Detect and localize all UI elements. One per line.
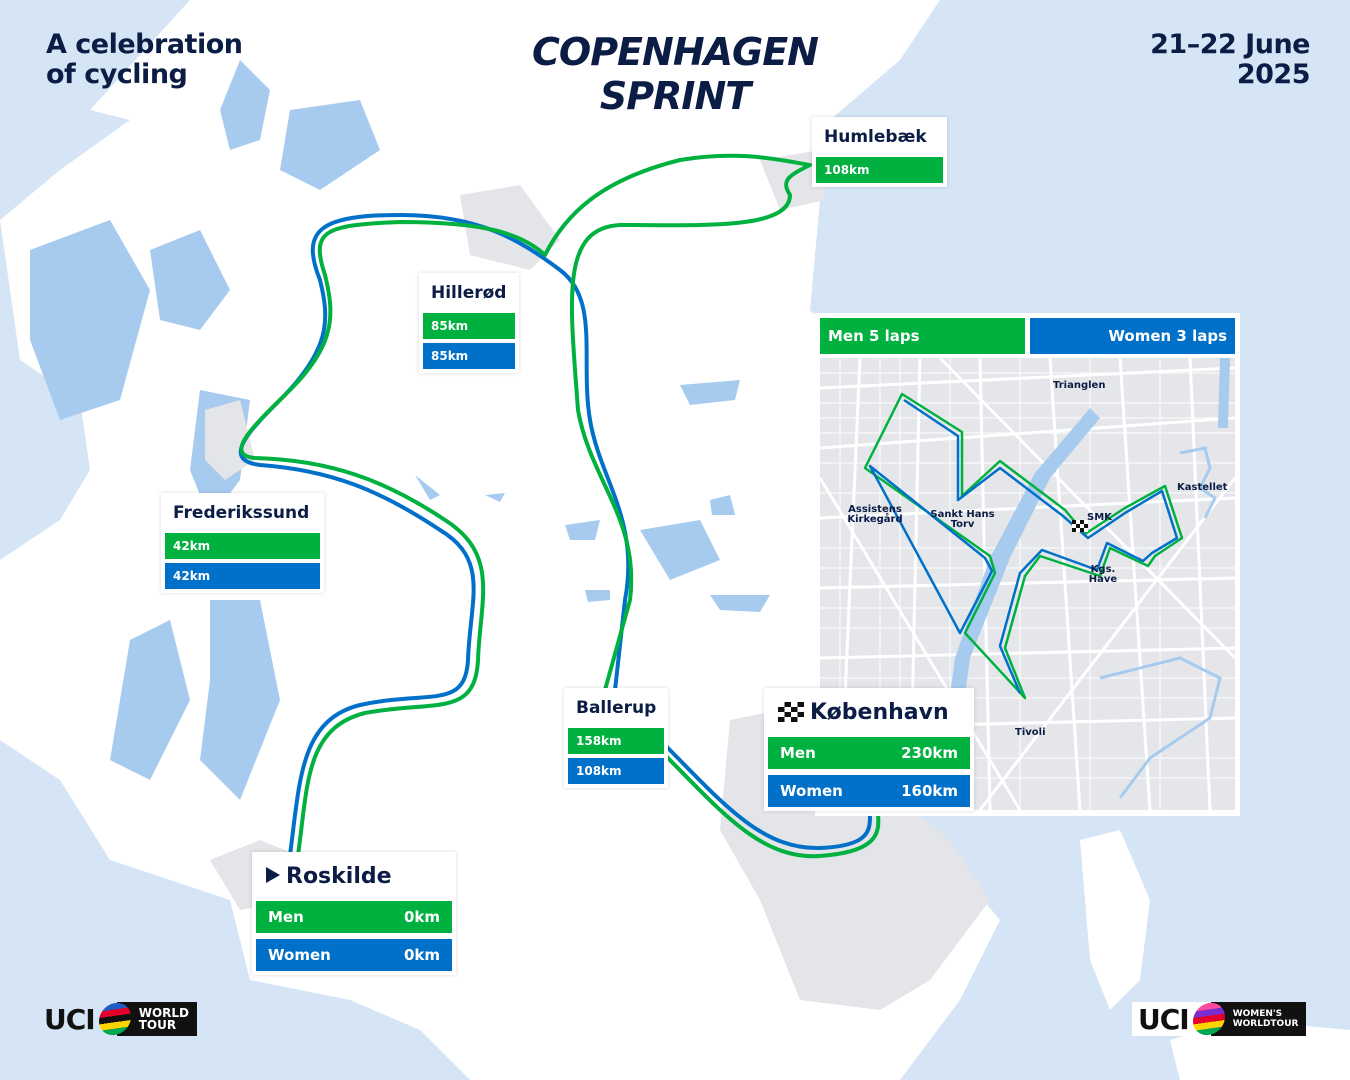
women-circuit	[868, 398, 1179, 694]
women-distance: 42km	[165, 563, 320, 589]
women-distance: 85km	[423, 343, 515, 369]
women-km: 0km	[403, 946, 440, 964]
stop-humlebaek: Humlebæk 108km	[812, 117, 947, 187]
women-label: Women	[268, 946, 331, 964]
stop-name-text: Roskilde	[286, 864, 392, 889]
start-play-icon	[266, 867, 280, 883]
men-label: Men	[780, 744, 816, 762]
men-distance: 158km	[568, 728, 664, 754]
men-km: 0km	[403, 908, 440, 926]
title-line-1: COPENHAGEN	[532, 30, 819, 74]
stop-hillerod: Hillerød 85km 85km	[419, 273, 519, 373]
label-smk: SMK	[1087, 512, 1112, 523]
men-route	[239, 153, 881, 859]
men-distance: 42km	[165, 533, 320, 559]
uci-wordmark: UCI	[1138, 1002, 1190, 1036]
label-sankt-hans-torv: Sankt Hans Torv	[930, 509, 995, 530]
women-distance: Women 0km	[256, 939, 452, 971]
women-label: Women	[780, 782, 843, 800]
label-tivoli: Tivoli	[1015, 727, 1046, 738]
men-distance: Men 230km	[768, 737, 970, 769]
men-label: Men	[268, 908, 304, 926]
women-route	[238, 213, 872, 857]
stop-name: Roskilde	[256, 856, 452, 897]
date-line-2: 2025	[1236, 59, 1311, 90]
logo-text-1: WOMEN'S	[1232, 1009, 1283, 1019]
lakes	[30, 60, 770, 800]
logo-text-1: WORLD	[138, 1006, 189, 1020]
stop-frederikssund: Frederikssund 42km 42km	[161, 493, 324, 593]
uci-wordmark: UCI	[44, 1002, 96, 1036]
stop-name: Humlebæk	[824, 127, 927, 147]
stop-name: Ballerup	[576, 698, 657, 718]
stop-ballerup: Ballerup 158km 108km	[564, 688, 668, 788]
women-distance: Women 160km	[768, 775, 970, 807]
label-trianglen: Trianglen	[1053, 380, 1106, 391]
stop-name: Hillerød	[431, 283, 507, 303]
stop-name: Frederikssund	[173, 503, 310, 523]
logo-text-2: TOUR	[138, 1018, 177, 1032]
stop-kobenhavn: København Men 230km Women 160km	[764, 688, 974, 811]
men-circuit	[863, 392, 1184, 700]
label-assistens-kirkegard: Assistens Kirkegård	[847, 504, 903, 525]
women-distance: 108km	[568, 758, 664, 784]
tagline-line-1: A celebration	[46, 29, 243, 60]
men-km: 230km	[901, 744, 958, 762]
label-kastellet: Kastellet	[1177, 482, 1228, 493]
men-distance: 85km	[423, 313, 515, 339]
women-laps-label: Women 3 laps	[1030, 318, 1235, 354]
label-kgs-have: Kgs. Have	[1088, 564, 1118, 585]
stop-name: København	[768, 692, 970, 733]
title-line-2: SPRINT	[599, 74, 751, 118]
men-distance: 108km	[816, 157, 943, 183]
stop-name-text: København	[810, 700, 949, 725]
stop-roskilde: Roskilde Men 0km Women 0km	[252, 852, 456, 975]
logo-text-2: WORLDTOUR	[1232, 1019, 1299, 1029]
women-km: 160km	[901, 782, 958, 800]
men-distance: Men 0km	[256, 901, 452, 933]
tagline-line-2: of cycling	[46, 59, 188, 90]
men-laps-label: Men 5 laps	[820, 318, 1025, 354]
finish-flag-icon	[778, 702, 804, 722]
checkered-flag-icon	[1072, 520, 1088, 532]
date-line-1: 21–22 June	[1150, 29, 1310, 60]
